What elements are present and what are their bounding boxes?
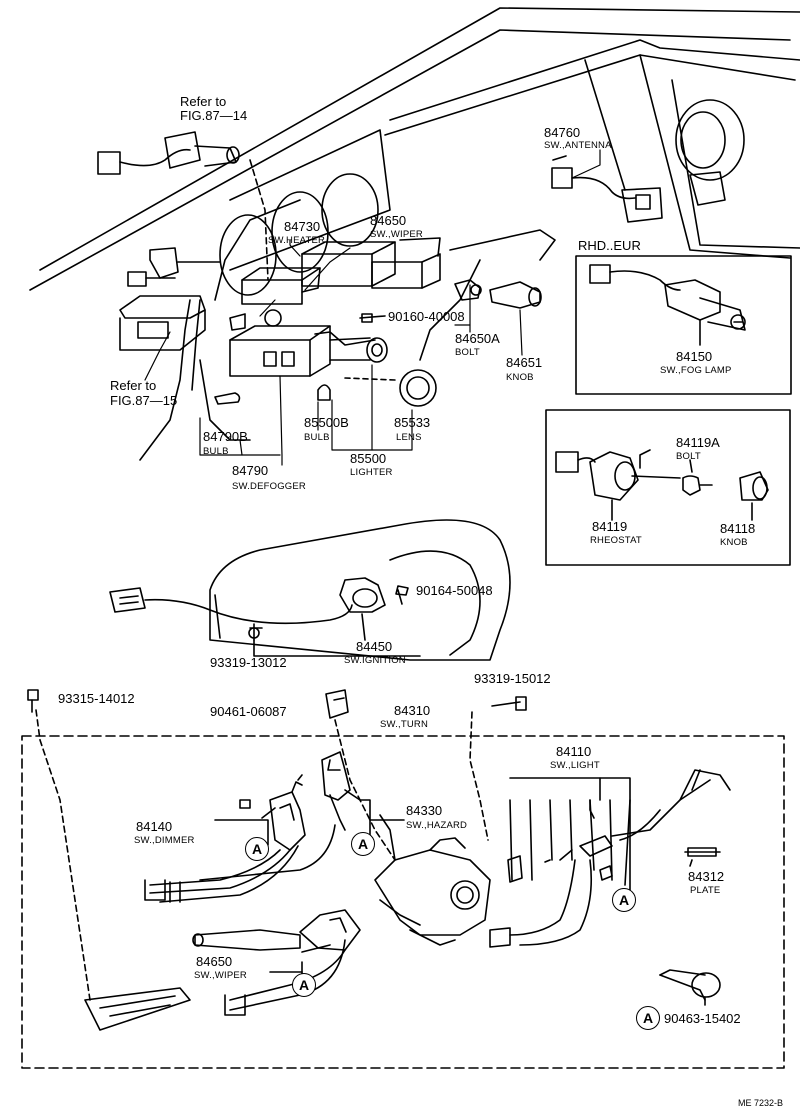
part-84650-top-number: 84650 [370,213,407,228]
part-84651-number: 84651 [506,355,543,370]
part-85500-name: LIGHTER [350,467,393,478]
callout-a-wiper: A [292,973,316,997]
part-84118-number: 84118 [720,521,756,536]
part-84119A-name: BOLT [676,451,701,462]
part-84760-name: SW.,ANTENNA [544,140,612,151]
part-84110-name: SW.,LIGHT [550,760,600,771]
part-84651-name: KNOB [506,372,534,383]
part-84330-number: 84330 [406,803,443,818]
part-84650A-name: BOLT [455,347,480,358]
part-85500-number: 85500 [350,451,387,466]
part-84650-lower-number: 84650 [196,954,233,969]
rhd-eur-label: RHD..EUR [578,238,641,253]
part-85533-name: LENS [396,432,422,443]
part-84310-name: SW.,TURN [380,719,429,730]
part-84790-number: 84790 [232,463,269,478]
part-84150-number: 84150 [676,349,713,364]
part-84450-name: SW.IGNITION [344,655,406,666]
defogger-lighter-art [119,295,437,407]
part-84110-number: 84110 [556,744,592,759]
callout-a-dimmer: A [245,837,269,861]
part-84790-name: SW.DEFOGGER [232,481,306,492]
part-84140-number: 84140 [136,819,173,834]
combination-switch-art [84,751,731,1031]
part-84790B-number: 84790B [203,429,248,444]
part-84760-number: 84760 [544,125,581,140]
part-93315-number: 93315-14012 [58,691,135,706]
part-84730-number: 84730 [284,219,321,234]
ref-fig87-15-line2: FIG.87—15 [110,393,178,408]
part-90461-number: 90461-06087 [210,704,287,719]
part-84150-name: SW.,FOG LAMP [660,365,732,376]
part-84312-number: 84312 [688,869,725,884]
part-90164-number: 90164-50048 [416,583,493,598]
part-85533-number: 85533 [394,415,431,430]
part-84119A-number: 84119A [676,435,720,450]
part-90160-number: 90160-40008 [388,309,465,324]
rhd-eur-box-art [575,255,792,395]
part-84450-number: 84450 [356,639,393,654]
part-84730-name: SW.HEATER [268,235,326,246]
part-84140-name: SW.,DIMMER [134,835,195,846]
heater-harness-art [97,131,269,281]
part-84650-lower-name: SW.,WIPER [194,970,247,981]
part-93319-13012-number: 93319-13012 [210,655,287,670]
antenna-switch-art [551,155,663,223]
part-84790B-name: BULB [203,446,229,457]
part-84119-name: RHEOSTAT [590,535,642,546]
dashboard-outline [29,7,800,461]
combination-switch-box [21,735,785,1069]
part-90463-number: 90463-15402 [664,1011,741,1026]
ref-fig87-14-line2: FIG.87—14 [180,108,248,123]
rheostat-box-art [545,409,791,566]
bolt-knob-art [359,279,542,323]
part-84119-number: 84119 [592,519,628,534]
callout-a-band: A [636,1006,660,1030]
part-84312-name: PLATE [690,885,721,896]
part-85500B-name: BULB [304,432,330,443]
drawing-code: ME 7232-B [738,1098,784,1108]
part-84118-name: KNOB [720,537,748,548]
part-93319-15012-number: 93319-15012 [474,671,551,686]
ref-fig87-15-line1: Refer to [110,378,157,393]
part-85500B-number: 85500B [304,415,349,430]
part-84330-name: SW.,HAZARD [406,820,468,831]
ref-fig87-14-line1: Refer to [180,94,227,109]
top-leader-lines [144,149,601,466]
callout-a-light: A [612,888,636,912]
part-84310-number: 84310 [394,703,431,718]
part-84650A-number: 84650A [455,331,500,346]
callout-a-hazard: A [351,832,375,856]
part-84650-top-name: SW.,WIPER [370,229,423,240]
column-cover-art [109,519,511,661]
